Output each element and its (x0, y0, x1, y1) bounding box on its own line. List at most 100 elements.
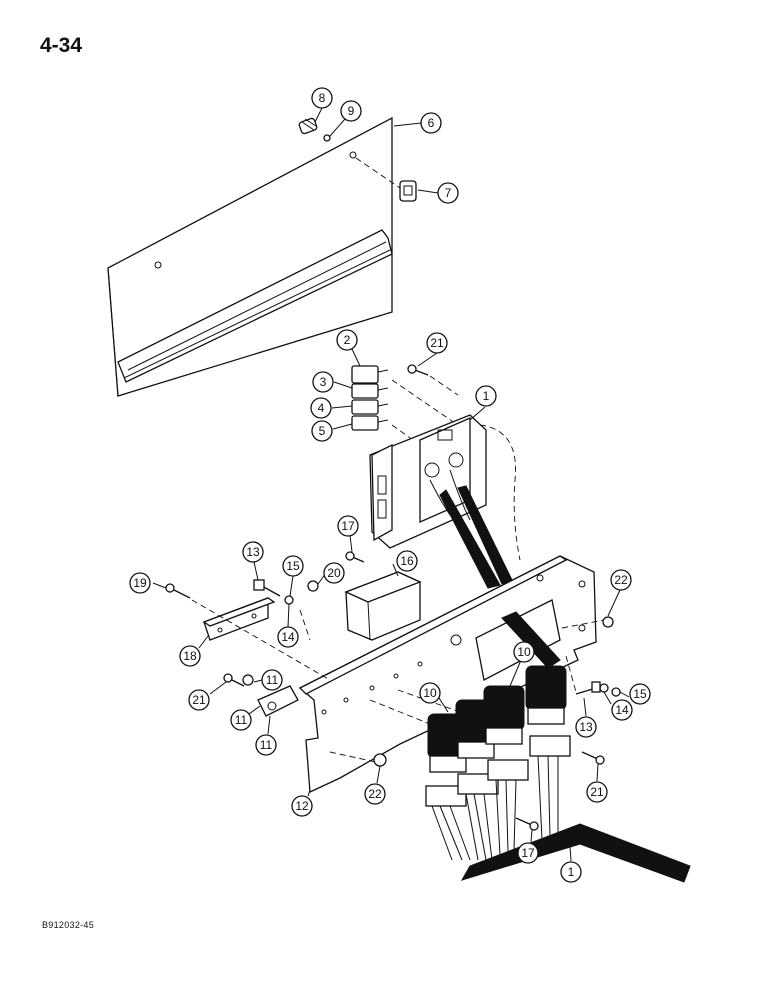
svg-text:17: 17 (341, 519, 355, 533)
assembly-line (565, 655, 577, 693)
callout-3: 3 (312, 371, 334, 393)
callout-11-middle: 11 (230, 709, 252, 731)
callout-18: 18 (179, 645, 201, 667)
svg-text:2: 2 (344, 333, 351, 347)
assembly-line (391, 424, 421, 446)
callout-22-bottom: 22 (364, 783, 386, 805)
switch-3 (351, 383, 379, 399)
relay-sockets (425, 735, 571, 807)
latch-7 (399, 180, 417, 202)
callout-13-left: 13 (242, 541, 264, 563)
svg-text:14: 14 (615, 703, 629, 717)
assembly-line (429, 375, 459, 396)
cover-panel (107, 116, 393, 397)
callout-7: 7 (437, 182, 459, 204)
callout-14-right: 14 (611, 699, 633, 721)
screw-19 (165, 583, 191, 599)
callout-15-right: 15 (629, 683, 651, 705)
svg-text:11: 11 (235, 713, 248, 727)
clip-11 (242, 674, 299, 717)
svg-text:8: 8 (319, 91, 326, 105)
callout-8: 8 (311, 87, 333, 109)
svg-text:9: 9 (348, 104, 355, 118)
page-number: 4-34 (40, 34, 83, 57)
svg-text:10: 10 (423, 686, 437, 700)
svg-text:10: 10 (517, 645, 531, 659)
svg-text:19: 19 (133, 576, 147, 590)
callout-1-top: 1 (475, 385, 497, 407)
svg-text:1: 1 (568, 865, 575, 879)
callout-13-right: 13 (575, 716, 597, 738)
callout-10-upper: 10 (513, 641, 535, 663)
svg-text:13: 13 (246, 545, 260, 559)
callout-5: 5 (311, 420, 333, 442)
relay-c (483, 685, 525, 745)
nut-22-bottom (373, 753, 387, 767)
washer-15-right (611, 687, 621, 697)
callout-16: 16 (396, 550, 418, 572)
bracket-18 (202, 597, 276, 641)
callout-11-top: 11 (261, 669, 283, 691)
svg-text:6: 6 (428, 116, 435, 130)
callout-6: 6 (420, 112, 442, 134)
relays-10 (427, 665, 567, 773)
screw-21-left (223, 673, 245, 687)
svg-text:16: 16 (400, 554, 414, 568)
callout-17-top: 17 (337, 515, 359, 537)
svg-text:5: 5 (319, 424, 326, 438)
nut-20 (307, 580, 319, 592)
bolt-13-right (575, 681, 601, 695)
rocker-switches (351, 365, 389, 431)
washer-9 (323, 134, 331, 142)
svg-text:22: 22 (614, 573, 628, 587)
callout-22-right: 22 (610, 569, 632, 591)
assembly-line (299, 609, 311, 641)
switch-2 (351, 365, 379, 384)
washer-14-left (284, 595, 294, 605)
switch-block-housing (369, 414, 513, 589)
callout-21-top: 21 (426, 332, 448, 354)
svg-text:7: 7 (445, 186, 452, 200)
screw-17-lower (515, 817, 539, 831)
screw-21-right (581, 751, 605, 765)
switch-5 (351, 415, 379, 431)
svg-text:1: 1 (483, 389, 490, 403)
assembly-line (561, 619, 605, 629)
svg-text:18: 18 (183, 649, 197, 663)
nut-22-right (602, 616, 614, 628)
svg-text:20: 20 (327, 566, 341, 580)
svg-text:14: 14 (281, 630, 295, 644)
figure-code: B912032-45 (42, 920, 95, 930)
callout-17-bottom: 17 (517, 842, 539, 864)
callout-1-bottom: 1 (560, 861, 582, 883)
callout-9: 9 (340, 100, 362, 122)
callout-14-left: 14 (277, 626, 299, 648)
assembly-line (191, 599, 331, 681)
svg-text:21: 21 (430, 336, 444, 350)
washer-14-right (599, 683, 609, 693)
screw-17-upper (345, 551, 365, 563)
callout-20: 20 (323, 562, 345, 584)
svg-text:22: 22 (368, 787, 382, 801)
callout-19: 19 (129, 572, 151, 594)
svg-text:13: 13 (579, 720, 593, 734)
mounting-plate (298, 555, 597, 793)
assembly-line (479, 424, 521, 561)
svg-text:21: 21 (192, 693, 206, 707)
relay-16 (344, 571, 422, 641)
callout-15-left: 15 (282, 555, 304, 577)
svg-text:21: 21 (590, 785, 604, 799)
leader-lines (152, 107, 630, 862)
assembly-line (369, 699, 431, 725)
svg-text:3: 3 (320, 375, 327, 389)
svg-text:4: 4 (318, 401, 325, 415)
callout-4: 4 (310, 397, 332, 419)
assembly-line (355, 157, 401, 189)
screw-21-upper (407, 364, 429, 376)
svg-text:15: 15 (633, 687, 647, 701)
svg-text:17: 17 (521, 846, 535, 860)
assembly-line (329, 751, 377, 763)
svg-text:11: 11 (266, 673, 279, 687)
switch-4 (351, 399, 379, 415)
